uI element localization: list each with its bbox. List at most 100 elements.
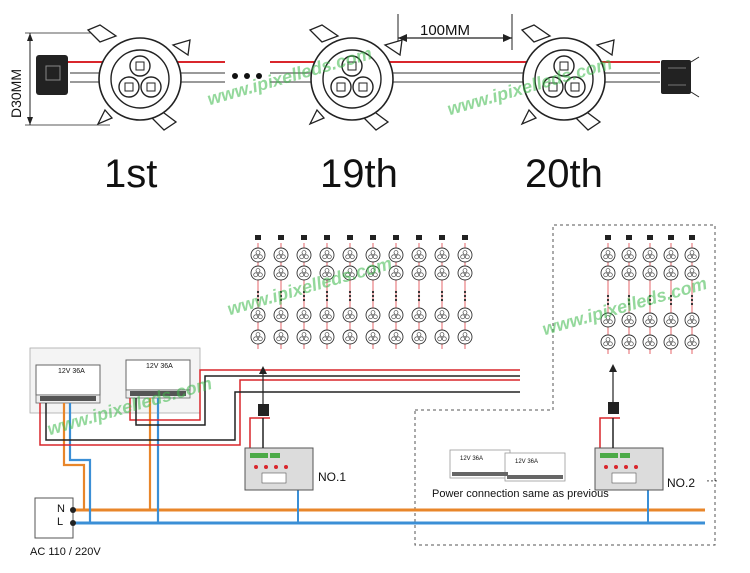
small-pixel — [319, 329, 335, 345]
small-pixel — [411, 265, 427, 281]
ellipsis-dot — [440, 290, 444, 294]
small-pixel — [365, 307, 381, 323]
ellipsis-dot — [627, 298, 631, 302]
ellipsis-dot — [463, 290, 467, 294]
ellipsis-dot — [279, 298, 283, 302]
ellipsis-dot — [279, 294, 283, 298]
small-pixel — [250, 329, 266, 345]
psu-label-2: 12V 36A — [146, 363, 173, 370]
small-pixel — [319, 307, 335, 323]
ellipsis-dot — [394, 294, 398, 298]
controller-label-no2: NO.2 — [667, 476, 696, 490]
small-pixel — [642, 247, 658, 263]
small-pixel — [273, 247, 289, 263]
ellipsis-dot — [348, 290, 352, 294]
ellipsis-dot — [302, 294, 306, 298]
small-pixel — [663, 247, 679, 263]
ellipsis-dot — [648, 302, 652, 306]
ellipsis-dot — [417, 290, 421, 294]
small-pixel — [411, 247, 427, 263]
ellipsis-dot — [606, 302, 610, 306]
small-pixel — [273, 265, 289, 281]
spacing-dimension — [397, 14, 513, 50]
strand-connector — [416, 235, 422, 240]
ellipsis-dot — [325, 294, 329, 298]
ellipsis-dot — [690, 302, 694, 306]
ellipsis-dot — [302, 290, 306, 294]
controller-label-no1: NO.1 — [318, 470, 347, 484]
ellipsis-dot — [256, 294, 260, 298]
strand-connector — [324, 235, 330, 240]
spacing-label: 100MM — [420, 22, 471, 39]
dc-wires — [39, 369, 620, 448]
ellipsis-dot — [256, 73, 262, 79]
ellipsis-dot — [232, 73, 238, 79]
ellipsis-dot — [606, 294, 610, 298]
strand-connector — [626, 235, 632, 240]
pixel-20th — [520, 24, 615, 131]
small-pixel — [663, 312, 679, 328]
small-pixel — [663, 334, 679, 350]
power-supply-panel — [29, 347, 201, 414]
ellipsis-dot — [244, 73, 250, 79]
small-pixel — [434, 247, 450, 263]
small-pixel — [600, 247, 616, 263]
small-pixel — [621, 334, 637, 350]
strand-connector — [605, 235, 611, 240]
small-pixel — [684, 247, 700, 263]
ellipsis-dot — [348, 294, 352, 298]
small-pixel — [684, 312, 700, 328]
ellipsis-dot — [417, 294, 421, 298]
small-pixel — [342, 307, 358, 323]
small-pixel — [411, 329, 427, 345]
small-pixel — [365, 329, 381, 345]
pixel-label-1st: 1st — [104, 152, 158, 196]
diameter-label: D30MM — [8, 68, 24, 118]
small-pixel — [319, 247, 335, 263]
ellipsis-dot — [690, 298, 694, 302]
ellipsis-dot — [256, 298, 260, 302]
strand-connector — [347, 235, 353, 240]
ellipsis-dot — [669, 302, 673, 306]
strand-connector — [439, 235, 445, 240]
ellipsis-dot — [302, 298, 306, 302]
strand-connector — [462, 235, 468, 240]
strand-connector — [689, 235, 695, 240]
small-pixel — [684, 334, 700, 350]
small-pixel — [434, 265, 450, 281]
small-pixel — [411, 307, 427, 323]
psu-thumb-label-1: 12V 36A — [460, 456, 484, 462]
pixel-matrix-no2 — [600, 235, 700, 354]
ac-terminal-box — [34, 497, 76, 539]
strand-connector — [278, 235, 284, 240]
small-pixel — [296, 329, 312, 345]
small-pixel — [250, 265, 266, 281]
small-pixel — [457, 265, 473, 281]
terminal-n-label: N — [57, 503, 65, 515]
small-pixel — [296, 247, 312, 263]
strand-connector — [370, 235, 376, 240]
ellipsis-dot — [669, 294, 673, 298]
power-supply-thumbnails — [449, 449, 566, 482]
small-pixel — [663, 265, 679, 281]
ellipsis-dot — [325, 298, 329, 302]
ellipsis-dot — [440, 298, 444, 302]
ellipsis-dot — [394, 298, 398, 302]
small-pixel — [388, 329, 404, 345]
ellipsis-dot — [256, 290, 260, 294]
small-pixel — [457, 329, 473, 345]
ellipsis-dot — [669, 298, 673, 302]
ellipsis-dot — [440, 294, 444, 298]
ellipsis-dot — [371, 298, 375, 302]
mains-label: AC 110 / 220V — [30, 546, 101, 558]
pixel-1st — [86, 24, 191, 131]
strand-connector — [647, 235, 653, 240]
strand-connector — [255, 235, 261, 240]
small-pixel — [642, 334, 658, 350]
small-pixel — [250, 247, 266, 263]
ellipsis-dot — [371, 294, 375, 298]
small-pixel — [296, 307, 312, 323]
mains-wires — [62, 398, 705, 525]
